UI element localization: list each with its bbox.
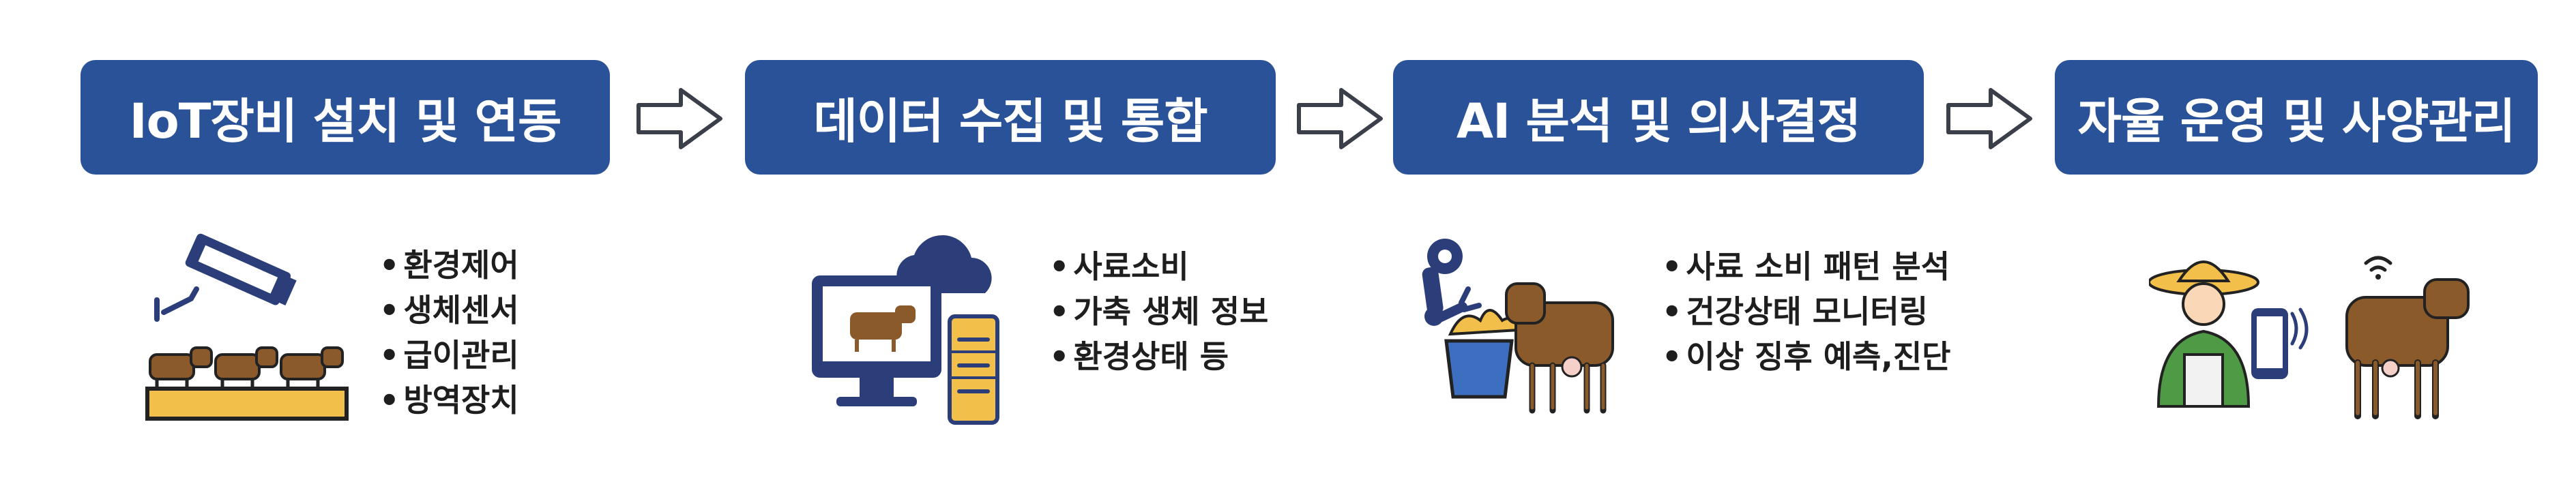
stage-label-1: IoT장비 설치 및 연동 [129,93,562,149]
list-item: 가축 생체 정보 [1049,289,1268,334]
stage-label-3: AI 분석 및 의사결정 [1456,93,1861,149]
stage-label-4: 자율 운영 및 사양관리 [2077,93,2516,149]
stage-3-bullet-list: 사료 소비 패턴 분석 건강상태 모니터링 이상 징후 예측,진단 [1662,244,1950,379]
list-item: 방역장치 [379,378,518,423]
list-item: 환경제어 [379,243,518,288]
list-item: 사료 소비 패턴 분석 [1662,244,1950,289]
flow-arrow-icon [1946,88,2032,149]
list-item: 사료소비 [1049,244,1268,289]
stage-box-4: 자율 운영 및 사양관리 [2055,60,2538,175]
flow-arrow-icon [636,88,722,149]
stage-1-bullet-list: 환경제어 생체센서 급이관리 방역장치 [379,243,518,423]
stage-label-2: 데이터 수집 및 통합 [813,93,1208,149]
list-item: 급이관리 [379,333,518,378]
list-item: 환경상태 등 [1049,334,1268,379]
stage-box-1: IoT장비 설치 및 연동 [80,60,610,175]
cloud-monitor-server-icon [812,235,999,425]
stage-2-bullet-list: 사료소비 가축 생체 정보 환경상태 등 [1049,244,1268,379]
list-item: 생체센서 [379,288,518,333]
stage-box-3: AI 분석 및 의사결정 [1393,60,1924,175]
list-item: 이상 징후 예측,진단 [1662,334,1950,379]
farmer-smartphone-cow-icon [2149,256,2470,419]
list-item: 건강상태 모니터링 [1662,289,1950,334]
flow-arrow-icon [1297,88,1383,149]
cctv-camera-and-cattle-feeding-icon [145,233,349,421]
robot-arm-feeding-cow-icon [1422,239,1614,414]
stage-box-2: 데이터 수집 및 통합 [745,60,1276,175]
